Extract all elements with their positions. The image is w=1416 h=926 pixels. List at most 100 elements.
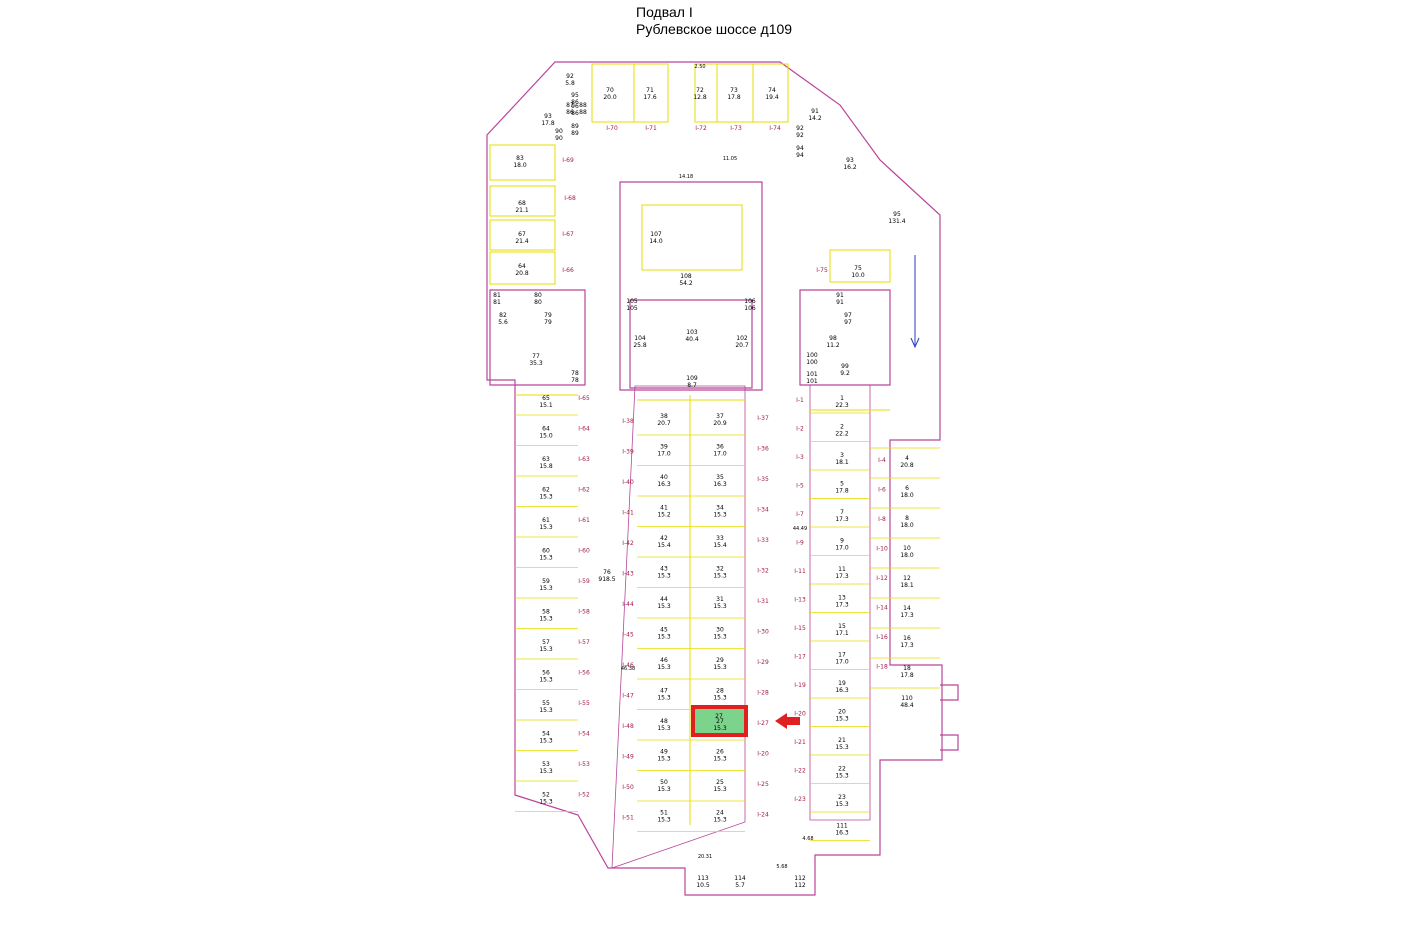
top-room-area: 90 [555, 135, 563, 142]
top-room-area: 92 [796, 132, 804, 139]
top-room-area: 86 [566, 109, 574, 116]
bottom-room-number: 113 [697, 875, 709, 882]
core-room-area: 20.7 [735, 342, 749, 349]
top-room-area: 20.0 [603, 94, 617, 101]
left-room-number: 78 [571, 370, 579, 377]
grid-axis-label: I-20 [757, 751, 769, 758]
grid-axis-label: I-33 [757, 537, 769, 544]
left-room-number: 67 [518, 231, 526, 238]
space-number: 48 [660, 718, 668, 725]
top-room-number: 74 [768, 87, 776, 94]
space-area: 15.4 [713, 542, 727, 549]
dimension-label: 14.18 [679, 174, 693, 180]
space-number: 17 [838, 652, 846, 659]
grid-axis-label: I-70 [606, 125, 618, 132]
space-number: 11 [838, 566, 846, 573]
space-number: 35 [716, 474, 724, 481]
grid-axis-label: I-60 [578, 548, 590, 555]
grid-axis-label: I-67 [562, 231, 574, 238]
space-area: 15.3 [713, 634, 727, 641]
grid-axis-label: I-10 [876, 546, 888, 553]
top-room-number: 91 [811, 108, 819, 115]
grid-axis-label: I-42 [622, 540, 634, 547]
left-room-number: 83 [516, 155, 524, 162]
grid-axis-label: I-19 [794, 682, 806, 689]
top-room-number: 94 [796, 145, 804, 152]
right-room-area: 100 [806, 359, 818, 366]
top-room-area: 17.8 [727, 94, 741, 101]
space-number: 9 [840, 538, 844, 545]
top-room-area: 17.8 [541, 120, 555, 127]
top-room-area: 86 [571, 110, 579, 117]
grid-axis-label: I-62 [578, 487, 590, 494]
space-area: 15.3 [657, 634, 671, 641]
highlighted-space[interactable]: 27 [691, 705, 748, 737]
space-number: 26 [716, 749, 724, 756]
space-area: 22.3 [835, 402, 849, 409]
parking-grid [515, 412, 940, 841]
grid-axis-label: I-22 [794, 768, 806, 775]
grid-axis-label: I-50 [622, 784, 634, 791]
top-room-area: 94 [796, 152, 804, 159]
space-number: 59 [542, 578, 550, 585]
space-number: 4 [905, 455, 909, 462]
space-number: 18 [903, 665, 911, 672]
space-area: 15.3 [539, 555, 553, 562]
space-number: 44 [660, 596, 668, 603]
space-area: 48.4 [900, 702, 914, 709]
top-room-number: 93 [544, 113, 552, 120]
space-area: 15.3 [835, 716, 849, 723]
left-room-area: 20.8 [515, 270, 529, 277]
core-room-number: 102 [736, 335, 748, 342]
grid-axis-label: I-38 [622, 418, 634, 425]
space-area: 16.3 [835, 830, 849, 837]
space-area: 15.3 [657, 603, 671, 610]
grid-axis-label: I-1 [796, 397, 804, 404]
space-number: 64 [542, 426, 550, 433]
space-area: 15.3 [539, 768, 553, 775]
grid-axis-label: I-31 [757, 598, 769, 605]
space-area: 18.1 [900, 582, 914, 589]
space-area: 17.3 [835, 573, 849, 580]
space-area: 15.3 [539, 677, 553, 684]
address: Рублевское шоссе д109 [636, 21, 793, 37]
space-number: 5 [840, 481, 844, 488]
top-room-number: 95 [571, 92, 579, 99]
top-room-number: 90 [555, 128, 563, 135]
grid-axis-label: I-65 [578, 395, 590, 402]
bottom-room-number: 114 [734, 875, 746, 882]
space-area: 15.3 [713, 725, 727, 732]
grid-axis-label: I-39 [622, 449, 634, 456]
grid-axis-label: I-53 [578, 761, 590, 768]
grid-axis-label: I-52 [578, 792, 590, 799]
space-number: 43 [660, 566, 668, 573]
space-area: 15.3 [713, 695, 727, 702]
grid-axis-label: I-64 [578, 426, 590, 433]
space-number: 23 [838, 794, 846, 801]
right-room-area: 10.0 [851, 272, 865, 279]
space-number: 110 [901, 695, 913, 702]
grid-axis-label: I-35 [757, 476, 769, 483]
space-area: 15.3 [539, 585, 553, 592]
grid-axis-label: I-55 [578, 700, 590, 707]
top-room-area: 19.4 [765, 94, 779, 101]
left-room-area: 78 [571, 377, 579, 384]
top-room-number: 73 [730, 87, 738, 94]
space-number: 6 [905, 485, 909, 492]
space-number: 21 [838, 737, 846, 744]
grid-axis-label: I-8 [878, 516, 886, 523]
grid-axis-label: I-57 [578, 639, 590, 646]
space-area: 15.3 [657, 695, 671, 702]
grid-axis-label: I-34 [757, 507, 769, 514]
space-number: 32 [716, 566, 724, 573]
space-number: 16 [903, 635, 911, 642]
left-room-number: 82 [499, 312, 507, 319]
space-area: 15.4 [657, 542, 671, 549]
grid-axis-label: I-11 [794, 568, 806, 575]
space-area: 20.8 [900, 462, 914, 469]
space-number: 41 [660, 505, 668, 512]
space-area: 15.2 [657, 512, 671, 519]
left-room-area: 5.6 [498, 319, 508, 326]
core-room-number: 109 [686, 375, 698, 382]
grid-axis-label: I-49 [622, 754, 634, 761]
